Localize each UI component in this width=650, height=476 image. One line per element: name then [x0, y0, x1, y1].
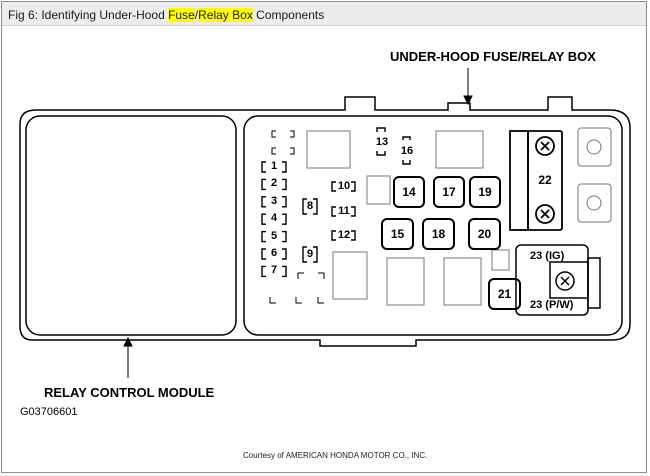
relay-23-bolt	[555, 271, 575, 291]
relay-17-label: 17	[442, 185, 456, 199]
figure-caption: Fig 6: Identifying Under-Hood Fuse/Relay…	[8, 8, 324, 22]
fuse-3-bracket-right	[282, 196, 287, 208]
empty-slot-c	[332, 251, 368, 300]
empty-slot-f	[491, 249, 510, 271]
fuse-6-bracket-right	[282, 248, 287, 260]
fuse-5-label: 5	[270, 229, 278, 242]
relay-22-bolt-bottom	[535, 204, 555, 224]
fuse-3-label: 3	[270, 194, 278, 207]
fuse-10-label: 10	[337, 180, 351, 192]
empty-slot-i	[577, 183, 612, 223]
fuse-6-label: 6	[270, 247, 278, 259]
fuse-5-bracket-left	[261, 230, 266, 243]
fuse-1-bracket-right	[282, 161, 287, 173]
empty-slot-a	[306, 130, 351, 169]
fuse-12-label: 12	[337, 229, 351, 241]
fuse-8-label: 8	[306, 200, 314, 212]
relay-15-box	[381, 218, 414, 250]
empty-slot-b	[435, 130, 484, 169]
fuse-2-label: 2	[270, 177, 278, 190]
relay-23-ig-label: 23 (IG)	[530, 250, 565, 262]
fuse-7-bracket-left	[261, 265, 266, 278]
fuse-11-label: 11	[338, 205, 350, 217]
fuse-16-label: 16	[400, 145, 414, 157]
relay-18-label: 18	[431, 227, 446, 241]
fuse-6-bracket-left	[261, 248, 266, 260]
relay-14-box	[393, 176, 425, 208]
fuse-1-bracket-left	[261, 161, 266, 173]
relay-19-label: 19	[478, 185, 492, 199]
relay-22-strip	[509, 130, 529, 231]
empty-slot-h	[577, 127, 612, 167]
fuse-5-bracket-right	[282, 230, 287, 243]
relay-21-label: 21	[497, 287, 512, 301]
relay-22-box	[527, 130, 563, 231]
relay-23-strip	[587, 257, 601, 309]
caption-prefix: Fig 6: Identifying Under-Hood	[8, 8, 169, 22]
relay-15-label: 15	[390, 227, 405, 241]
fuse-1-label: 1	[270, 160, 278, 172]
caption-highlight-relay-box: Relay Box	[198, 8, 253, 22]
relay-17-box	[433, 176, 465, 208]
fuse-2-bracket-right	[282, 178, 287, 191]
empty-slot-e	[443, 257, 482, 306]
fuse-4-label: 4	[270, 212, 278, 225]
fuse-4-bracket-right	[282, 213, 287, 225]
fuse-9-label: 9	[306, 248, 314, 260]
fuse-relay-box-label: UNDER-HOOD FUSE/RELAY BOX	[390, 49, 596, 64]
module-arrow	[123, 336, 133, 347]
fuse-box-arrow	[463, 95, 473, 106]
fuse-7-label: 7	[270, 264, 278, 277]
relay-21-box	[488, 278, 521, 310]
relay-20-box	[468, 218, 501, 250]
relay-14-label: 14	[402, 185, 416, 199]
relay-22-label: 22	[538, 173, 552, 187]
fuse-2-bracket-left	[261, 178, 266, 191]
caption-highlight-fuse: Fuse	[168, 8, 195, 22]
fuse-13-label: 13	[375, 136, 389, 148]
fuse-7-bracket-right	[282, 265, 287, 278]
relay-control-module-label: RELAY CONTROL MODULE	[44, 385, 215, 400]
fuse-panel	[243, 115, 623, 336]
housing-outline	[19, 96, 631, 347]
relay-18-box	[422, 218, 455, 250]
relay-control-module	[25, 115, 237, 336]
fuse-4-bracket-left	[261, 213, 266, 225]
relay-19-box	[469, 176, 501, 208]
courtesy-credit: Courtesy of AMERICAN HONDA MOTOR CO., IN…	[243, 451, 428, 460]
caption-suffix: Components	[252, 8, 325, 22]
fuse-3-bracket-left	[261, 196, 266, 208]
empty-slot-g	[366, 175, 391, 205]
relay-20-label: 20	[477, 227, 492, 241]
relay-23-pw-label: 23 (P/W)	[530, 299, 574, 311]
figure-code: G03706601	[20, 406, 78, 418]
relay-22-bolt-top	[535, 136, 555, 156]
caption-bar: Fig 6: Identifying Under-Hood Fuse/Relay…	[2, 2, 646, 26]
caption-separator: /	[194, 8, 199, 22]
empty-slot-d	[386, 257, 425, 306]
